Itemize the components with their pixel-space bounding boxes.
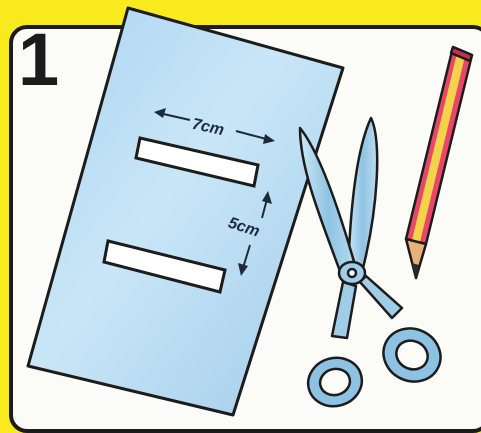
instruction-illustration: 7cm 5cm: [0, 0, 481, 417]
paper-sheet-icon: 7cm 5cm: [28, 8, 343, 415]
pencil-icon: [406, 47, 472, 278]
